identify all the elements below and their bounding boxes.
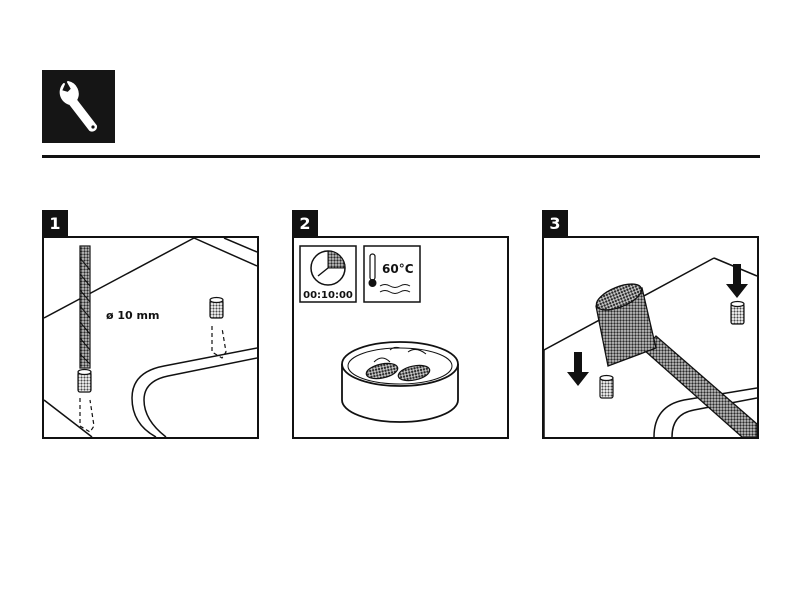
step-3: 3: [542, 210, 759, 439]
timer-label: 00:10:00: [303, 290, 353, 301]
step-illustration: 00:10:00 60°C: [292, 236, 509, 439]
wall-plug-icon: [397, 364, 431, 382]
water-bowl-icon: [341, 341, 459, 423]
header-divider: [42, 155, 760, 158]
step-number: 1: [42, 210, 68, 236]
step-1: 1 ø 10 mm: [42, 210, 259, 439]
mallet-icon: [595, 283, 757, 437]
step-illustration: [542, 236, 759, 439]
diameter-label: ø 10 mm: [106, 309, 159, 322]
down-arrow-icon: [726, 264, 748, 298]
wall-plug-icon: [77, 368, 95, 433]
step-2: 2 00:10:00 60°C: [292, 210, 509, 439]
wrench-icon: [42, 70, 115, 143]
step-number: 3: [542, 210, 568, 236]
temperature-label: 60°C: [382, 262, 414, 276]
step-illustration: ø 10 mm: [42, 236, 259, 439]
wall-plug-icon: [599, 374, 614, 399]
panel-outline-icon: [44, 238, 257, 437]
stopwatch-icon: 00:10:00: [299, 245, 357, 303]
thermometer-water-icon: 60°C: [363, 245, 421, 303]
drill-bit-icon: [79, 245, 91, 369]
wall-plug-icon: [209, 296, 227, 359]
step-number: 2: [292, 210, 318, 236]
wall-plug-icon: [730, 300, 745, 325]
down-arrow-icon: [567, 352, 589, 386]
wall-plug-icon: [365, 362, 399, 380]
